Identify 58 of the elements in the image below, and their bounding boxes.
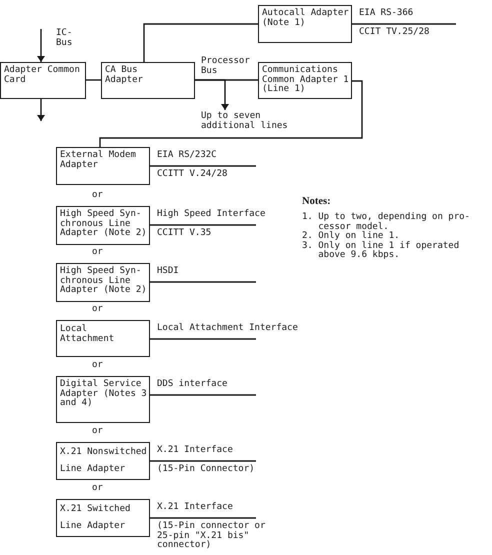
connector-line	[150, 338, 256, 340]
adapter-box	[0, 62, 86, 99]
adapter-box	[56, 499, 150, 537]
or-text: or	[92, 191, 103, 200]
adapter-name: Digital Service Adapter (Notes 3 and 4)	[60, 380, 148, 408]
connector-line	[150, 281, 256, 283]
interface-label: EIA RS-366	[359, 9, 414, 18]
interface-label: CCITT V.35	[157, 229, 212, 238]
interface-label: HSDI	[157, 267, 179, 276]
adapter-name: X.21 Switched Line Adapter	[60, 502, 132, 533]
or-text: or	[92, 248, 103, 258]
edge-label: Processor Bus	[201, 57, 252, 76]
interface-label: X.21 Interface	[157, 503, 233, 512]
connector-line	[352, 23, 456, 25]
adapter-name: Local Attachment	[60, 324, 116, 344]
adapter-name: Autocall Adapter (Note 1)	[262, 9, 350, 28]
adapter-box	[258, 5, 352, 43]
adapter-box	[101, 62, 195, 99]
adapter-box	[56, 263, 150, 302]
connector-line	[150, 460, 256, 462]
note-item: 3. Only on line 1 if operated above 9.6 kbps.	[302, 242, 460, 260]
arrow	[37, 99, 45, 121]
interface-label: (15-Pin Connector)	[157, 465, 255, 474]
interface-label: EIA RS/232C	[157, 151, 217, 160]
connector-line	[86, 79, 101, 81]
or-text: or	[92, 484, 103, 494]
arrow	[37, 29, 45, 62]
note-item: 2. Only on line 1.	[302, 232, 401, 241]
adapter-name: Adapter Common Card	[4, 66, 81, 85]
adapter-name: CA Bus Adapter	[105, 66, 144, 85]
interface-label: Local Attachment Interface	[157, 324, 298, 334]
note-item: 1. Up to two, depending on pro- cessor model.	[302, 213, 471, 232]
connector-line	[150, 165, 256, 167]
connector-line	[150, 394, 256, 396]
interface-label: CCITT V.24/28	[157, 170, 228, 180]
or-text: or	[92, 305, 103, 314]
adapter-name: External Modem Adapter	[60, 151, 137, 170]
adapter-box	[56, 206, 150, 245]
adapter-name: High Speed Syn- chronous Line Adapter (Note 2)	[60, 210, 148, 238]
adapter-box	[56, 147, 150, 185]
or-text: or	[92, 361, 103, 370]
arrow	[195, 79, 229, 110]
adapter-name: High Speed Syn- chronous Line Adapter (Note 2)	[60, 267, 148, 296]
interface-label: (15-Pin connector or 25-pin "X.21 bis" connector)	[157, 522, 266, 550]
connector-line	[150, 224, 256, 226]
or-text: or	[92, 427, 103, 436]
interface-label: High Speed Interface	[157, 210, 266, 220]
interface-label: X.21 Interface	[157, 446, 233, 456]
annotation-text: Up to seven additional lines	[201, 112, 290, 131]
adapter-box	[56, 320, 150, 357]
interface-label: DDS interface	[157, 380, 228, 390]
connector-line	[150, 517, 256, 519]
adapter-box	[56, 376, 150, 423]
notes-heading: Notes:	[302, 196, 331, 208]
connector-line	[143, 23, 258, 62]
adapter-name: Communications Common Adapter 1 (Line 1)	[262, 66, 350, 94]
connector-line	[99, 80, 363, 147]
interface-label: CCIT TV.25/28	[359, 28, 430, 38]
